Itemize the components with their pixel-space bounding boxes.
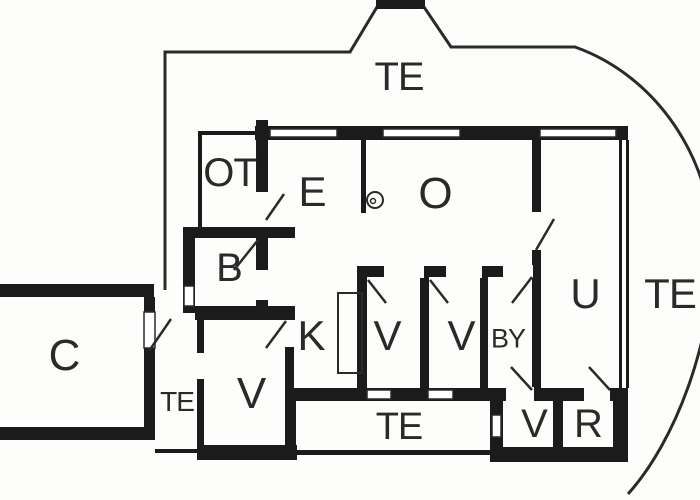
window [143,311,156,349]
wall [626,140,629,388]
door-swing [429,279,449,304]
window [427,389,454,400]
window [366,389,392,400]
wall [197,320,204,455]
wall [198,131,262,135]
door-swing [588,366,611,391]
room-label-e: E [298,168,326,215]
wall [613,388,628,462]
room-label-v-small: V [521,402,548,446]
windows [143,128,617,438]
bump-cap-wall [376,0,425,9]
door-opening [506,387,534,402]
room-label-terrace-right: TE [644,270,697,317]
door-swing [534,218,556,251]
wall [155,449,197,453]
room-label-entry: TE [160,386,195,417]
window [491,414,502,438]
window [269,128,338,138]
wall [553,401,563,447]
wall [256,238,268,270]
door-swings [147,193,611,391]
room-label-o: O [418,169,452,218]
wall [532,140,541,212]
room-label-v-hall: V [236,369,266,418]
room-label-c: C [48,331,81,380]
door-swing [367,279,387,304]
wall [619,140,622,388]
wall [480,266,488,390]
room-label-k: K [297,312,325,359]
wall [198,131,202,228]
kitchen-counter [337,292,363,374]
door-swing [511,276,533,304]
wall [0,284,154,297]
wall [0,427,155,440]
door-swing [233,239,259,271]
terrace-outline [163,0,700,496]
door-swing [264,193,286,221]
ceiling-light-inner-circle [369,197,377,205]
window [183,285,195,307]
door-swing [510,366,533,391]
wall [144,297,155,440]
door-swing [264,320,288,349]
room-label-u: U [570,270,600,317]
wall [292,450,498,455]
wall [532,250,541,400]
door-opening [195,353,206,379]
terrace-outline-path [163,5,700,496]
ceiling-light-outer-circle [366,191,384,209]
ceiling-light-icon [366,191,384,209]
door-openings [195,265,610,402]
room-label-v-closet-1: V [373,312,401,359]
wall [183,227,295,238]
room-label-v-closet-2: V [447,312,475,359]
door-opening [384,265,424,278]
room-label-terrace-top: TE [374,55,424,99]
door-swing [147,318,173,352]
room-label-terrace-bottom: TE [375,406,424,448]
wall [285,347,294,460]
room-label-b: B [216,246,243,290]
wall [197,445,297,460]
wall [195,306,295,320]
wall [292,401,296,453]
room-label-by: BY [490,323,526,354]
window [382,128,461,138]
room-label-ot: OT [203,151,258,195]
wall [420,266,429,390]
window [539,128,617,138]
room-label-r: R [574,402,603,446]
wall [256,120,268,192]
door-opening [503,265,533,278]
door-opening [446,265,482,278]
wall [490,447,628,462]
door-opening [584,387,610,402]
wall [292,388,628,401]
wall [361,140,366,213]
